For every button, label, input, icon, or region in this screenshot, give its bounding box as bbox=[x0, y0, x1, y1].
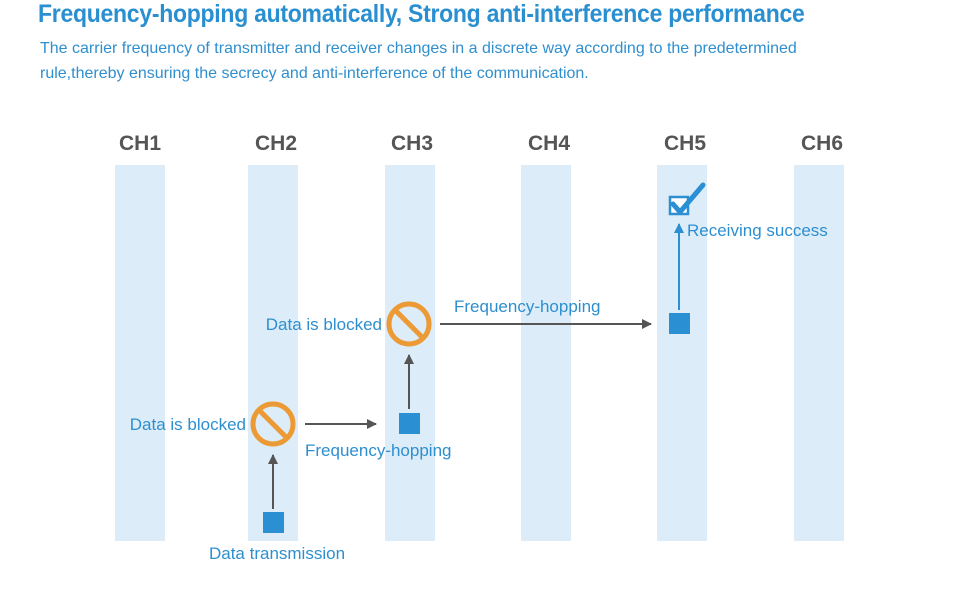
channel-label-ch2: CH2 bbox=[255, 132, 297, 155]
channel-label-ch5: CH5 bbox=[664, 132, 706, 155]
packet-icon-ch2 bbox=[263, 512, 284, 533]
label-blocked-ch2: Data is blocked bbox=[130, 415, 246, 434]
prohibited-icon-ch2 bbox=[250, 401, 296, 447]
packet-icon-ch5 bbox=[669, 313, 690, 334]
channel-label-ch3: CH3 bbox=[391, 132, 433, 155]
description-line-1: The carrier frequency of transmitter and… bbox=[40, 40, 797, 57]
channel-band-ch4 bbox=[521, 165, 571, 541]
channel-label-ch6: CH6 bbox=[801, 132, 843, 155]
label-hopping-ch2-ch3: Frequency-hopping bbox=[305, 441, 451, 460]
label-receiving-success: Receiving success bbox=[687, 221, 828, 240]
channel-label-ch1: CH1 bbox=[119, 132, 161, 155]
description-line-2: rule,thereby ensuring the secrecy and an… bbox=[40, 65, 589, 82]
channel-labels: CH1 CH2 CH3 CH4 CH5 CH6 bbox=[119, 132, 843, 155]
description: The carrier frequency of transmitter and… bbox=[40, 36, 920, 86]
channel-band-ch6 bbox=[794, 165, 844, 541]
label-hopping-ch3-ch5: Frequency-hopping bbox=[454, 297, 600, 316]
page-title: Frequency-hopping automatically, Strong … bbox=[38, 0, 805, 28]
packet-icon-ch3 bbox=[399, 413, 420, 434]
label-blocked-ch3: Data is blocked bbox=[266, 315, 382, 334]
checkbox-checked-icon bbox=[668, 182, 706, 216]
channel-band-ch3 bbox=[385, 165, 435, 541]
label-data-transmission: Data transmission bbox=[209, 544, 345, 563]
channel-label-ch4: CH4 bbox=[528, 132, 570, 155]
channel-band-ch1 bbox=[115, 165, 165, 541]
prohibited-icon-ch3 bbox=[386, 301, 432, 347]
